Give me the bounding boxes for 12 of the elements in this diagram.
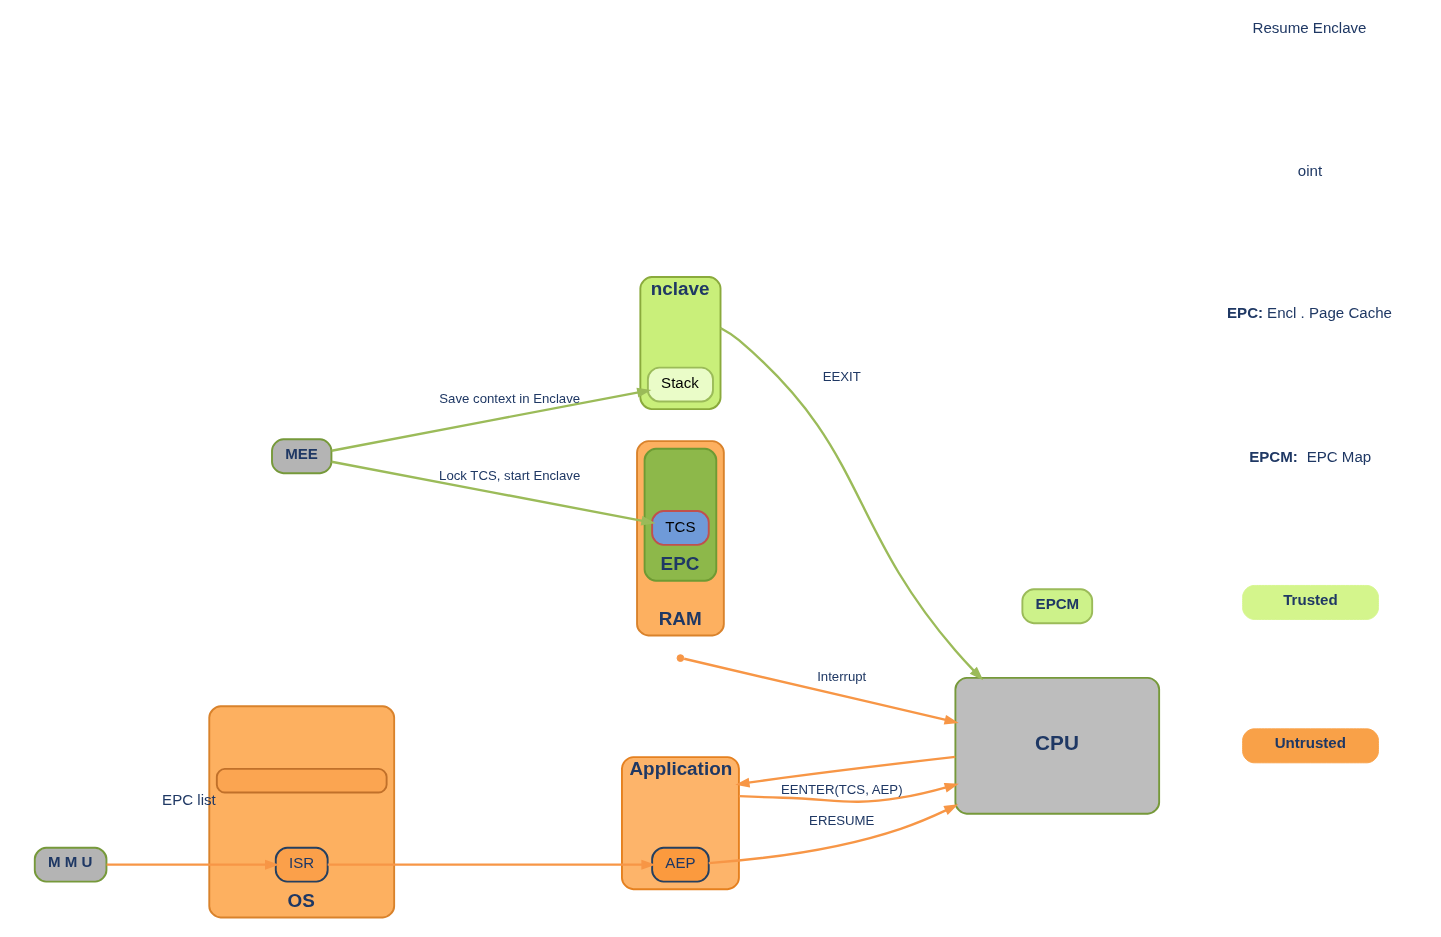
edge-label: Interrupt xyxy=(816,668,866,684)
legend-label: Trusted xyxy=(1282,591,1338,609)
edge-label: ERESUME xyxy=(808,813,874,829)
label: EPCM: EPC Map xyxy=(1248,447,1371,465)
legend-label: Untrusted xyxy=(1274,734,1346,752)
label: Resume Enclave xyxy=(1252,18,1367,36)
label: oint xyxy=(1297,161,1322,179)
edge-label: Lock TCS, start Enclave xyxy=(438,468,580,484)
edge-label: EENTER(TCS, AEP) xyxy=(780,782,903,798)
edge-label: EEXIT xyxy=(822,368,861,384)
label: EPC: Encl . Page Cache xyxy=(1226,304,1392,322)
edge-label: Save context in Enclave xyxy=(438,390,580,406)
